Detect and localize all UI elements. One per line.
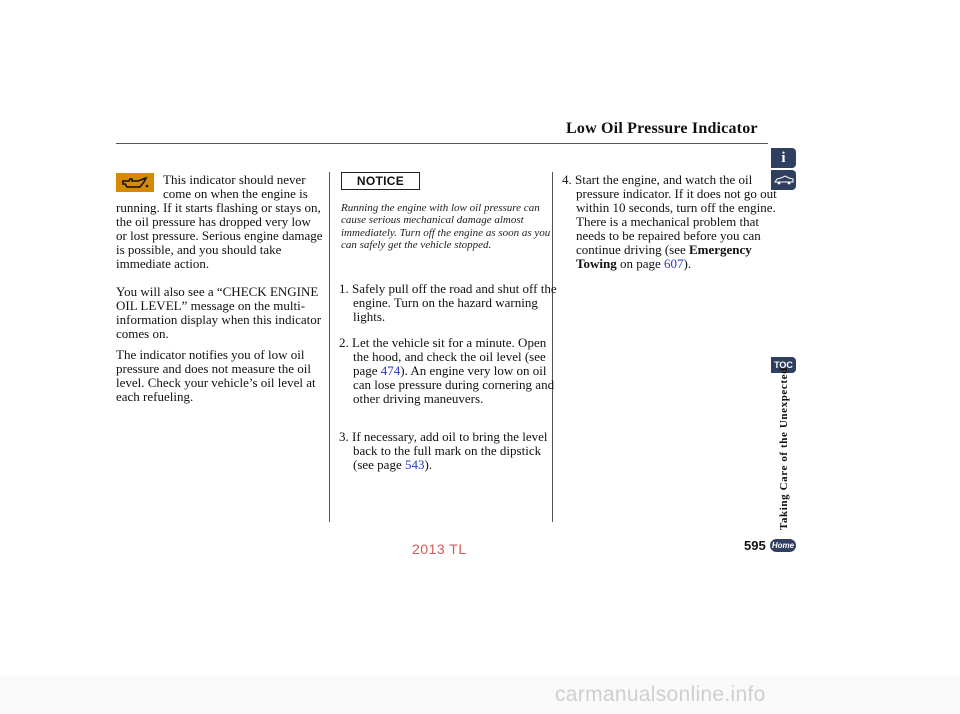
step-2: 2. Let the vehicle sit for a minute. Ope… bbox=[339, 336, 561, 406]
step-3-text-after: ). bbox=[424, 457, 433, 472]
emergency-towing-reference: Emergency Towing bbox=[576, 242, 752, 271]
home-label: Home bbox=[771, 541, 795, 550]
oil-pressure-icon bbox=[116, 173, 154, 192]
page-number: 595 bbox=[744, 538, 766, 553]
oil-level-paragraph: The indicator notifies you of low oil pr… bbox=[116, 347, 316, 404]
column-divider-right bbox=[552, 172, 553, 522]
step-4-end: ). bbox=[683, 256, 692, 271]
notice-text: Running the engine with low oil pressure… bbox=[341, 202, 551, 251]
intro-line-2: come on when the engine is bbox=[163, 186, 308, 201]
page-link-474[interactable]: 474 bbox=[380, 363, 401, 378]
page-link-543[interactable]: 543 bbox=[404, 457, 425, 472]
toc-tab[interactable]: TOC bbox=[771, 357, 796, 373]
step-3-text-before: If necessary, add oil to bring the level… bbox=[352, 429, 548, 472]
section-label-text: Taking Care of the Unexpected bbox=[778, 367, 790, 530]
step-2-number: 2. bbox=[339, 335, 349, 350]
car-icon bbox=[773, 175, 793, 185]
footer-bar bbox=[0, 676, 960, 714]
page-link-607[interactable]: 607 bbox=[664, 256, 684, 271]
toc-label: TOC bbox=[774, 360, 793, 370]
step-1: 1. Safely pull off the road and shut off… bbox=[339, 282, 561, 324]
step-3: 3. If necessary, add oil to bring the le… bbox=[339, 430, 561, 472]
check-engine-paragraph: You will also see a “CHECK ENGINE OIL LE… bbox=[116, 284, 322, 341]
step-2-text-before: Let the vehicle sit for a minute. Open t… bbox=[352, 335, 547, 378]
info-tab[interactable]: i bbox=[771, 148, 796, 168]
info-icon: i bbox=[781, 149, 786, 166]
model-year-label: 2013 TL bbox=[412, 541, 467, 557]
intro-paragraph: running. If it starts flashing or stays … bbox=[116, 200, 323, 271]
column-divider-left bbox=[329, 172, 330, 522]
step-4-after: on page bbox=[619, 256, 661, 271]
step-4: 4. Start the engine, and watch the oil p… bbox=[562, 173, 782, 271]
step-4-number: 4. bbox=[562, 172, 572, 187]
home-button[interactable]: Home bbox=[770, 539, 796, 552]
intro-line-1: This indicator should never bbox=[163, 172, 306, 187]
page-title: Low Oil Pressure Indicator bbox=[566, 120, 758, 137]
step-4-text: Start the engine, and watch the oil pres… bbox=[575, 172, 777, 257]
notice-label: NOTICE bbox=[341, 172, 420, 190]
section-label: Taking Care of the Unexpected bbox=[778, 367, 790, 530]
step-2-text-after: ). An engine very low on oil can lose pr… bbox=[353, 363, 555, 406]
step-1-number: 1. bbox=[339, 281, 349, 296]
header-rule bbox=[116, 143, 768, 144]
car-tab[interactable] bbox=[771, 170, 796, 190]
step-1-text: Safely pull off the road and shut off th… bbox=[352, 281, 557, 324]
step-3-number: 3. bbox=[339, 429, 349, 444]
watermark: carmanualsonline.info bbox=[555, 683, 766, 706]
intro-first-lines: This indicator should never come on when… bbox=[163, 173, 323, 201]
